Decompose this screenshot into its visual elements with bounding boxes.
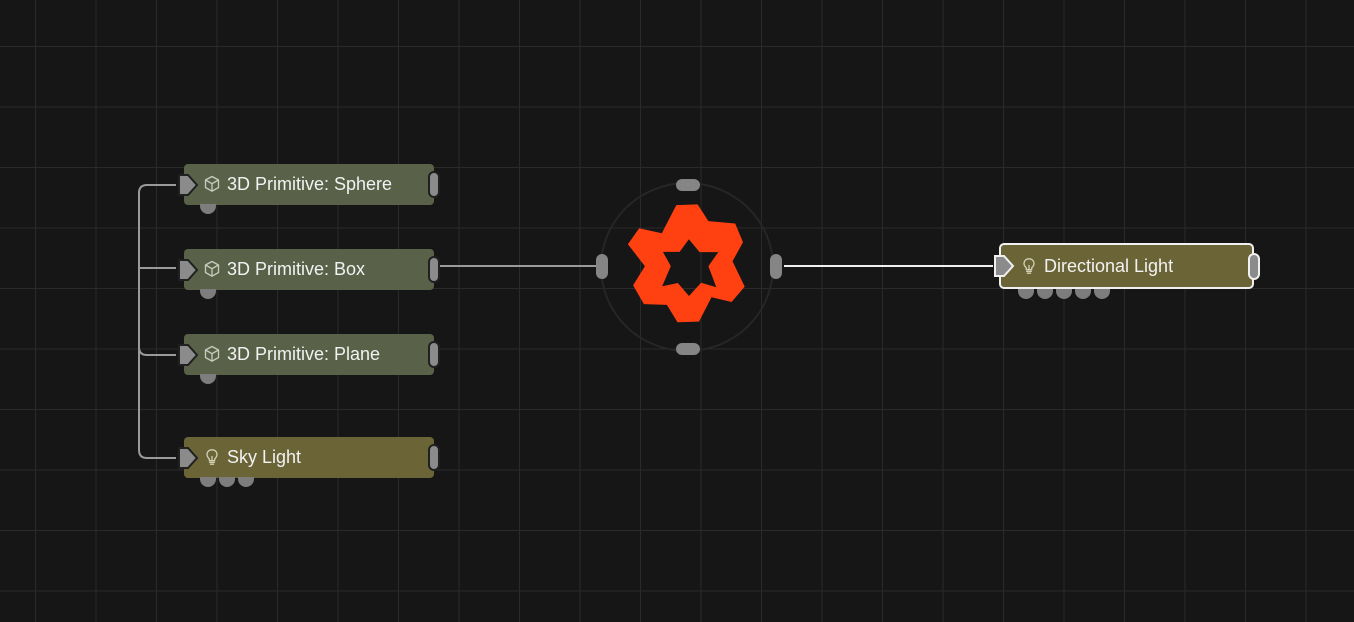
cube-icon xyxy=(204,175,220,192)
cube-icon xyxy=(204,260,220,277)
node-directional-light[interactable]: Directional Light xyxy=(994,243,1260,299)
node-label: 3D Primitive: Box xyxy=(227,259,366,279)
node-label: Sky Light xyxy=(227,447,302,467)
sub-ports xyxy=(200,204,216,214)
wire-box-to-sky-light[interactable] xyxy=(138,268,176,459)
hub-output-port[interactable] xyxy=(770,254,782,279)
sub-port[interactable] xyxy=(1037,289,1053,299)
input-port-arrow[interactable] xyxy=(177,173,199,197)
sub-port[interactable] xyxy=(1018,289,1034,299)
input-port-arrow[interactable] xyxy=(177,343,199,367)
sub-ports xyxy=(200,374,216,384)
node-3d-primitive-box[interactable]: 3D Primitive: Box xyxy=(178,249,440,299)
output-port[interactable] xyxy=(428,256,440,283)
output-port[interactable] xyxy=(428,171,440,198)
output-port[interactable] xyxy=(428,444,440,471)
wire-box-to-sphere[interactable] xyxy=(138,184,176,269)
sub-port[interactable] xyxy=(219,477,235,487)
node-3d-primitive-plane[interactable]: 3D Primitive: Plane xyxy=(178,334,440,384)
sub-ports xyxy=(200,289,216,299)
output-port[interactable] xyxy=(1248,253,1260,280)
node-3d-primitive-sphere[interactable]: 3D Primitive: Sphere xyxy=(178,164,440,214)
sub-port[interactable] xyxy=(1056,289,1072,299)
hub-bottom-port[interactable] xyxy=(676,343,700,355)
node-sky-light[interactable]: Sky Light xyxy=(178,437,440,487)
sub-port[interactable] xyxy=(1094,289,1110,299)
sub-port[interactable] xyxy=(200,289,216,299)
sub-ports xyxy=(200,477,254,487)
sub-port[interactable] xyxy=(200,204,216,214)
sub-port[interactable] xyxy=(1075,289,1091,299)
wire-box-to-plane[interactable] xyxy=(138,268,176,356)
output-port[interactable] xyxy=(428,341,440,368)
hub-node[interactable] xyxy=(596,178,782,356)
hub-top-port[interactable] xyxy=(676,179,700,191)
sub-port[interactable] xyxy=(200,374,216,384)
node-label: 3D Primitive: Sphere xyxy=(227,174,393,194)
node-label: Directional Light xyxy=(1044,256,1174,276)
lightbulb-icon xyxy=(206,449,218,465)
sub-port[interactable] xyxy=(238,477,254,487)
star-gear-logo-icon xyxy=(627,204,745,323)
input-port-arrow[interactable] xyxy=(177,446,199,470)
input-port-arrow[interactable] xyxy=(177,258,199,282)
hub-input-port[interactable] xyxy=(596,254,608,279)
input-port-arrow[interactable] xyxy=(993,254,1015,278)
sub-ports xyxy=(1018,289,1110,299)
node-label: 3D Primitive: Plane xyxy=(227,344,381,364)
sub-port[interactable] xyxy=(200,477,216,487)
lightbulb-icon xyxy=(1023,258,1035,274)
cube-icon xyxy=(204,345,220,362)
